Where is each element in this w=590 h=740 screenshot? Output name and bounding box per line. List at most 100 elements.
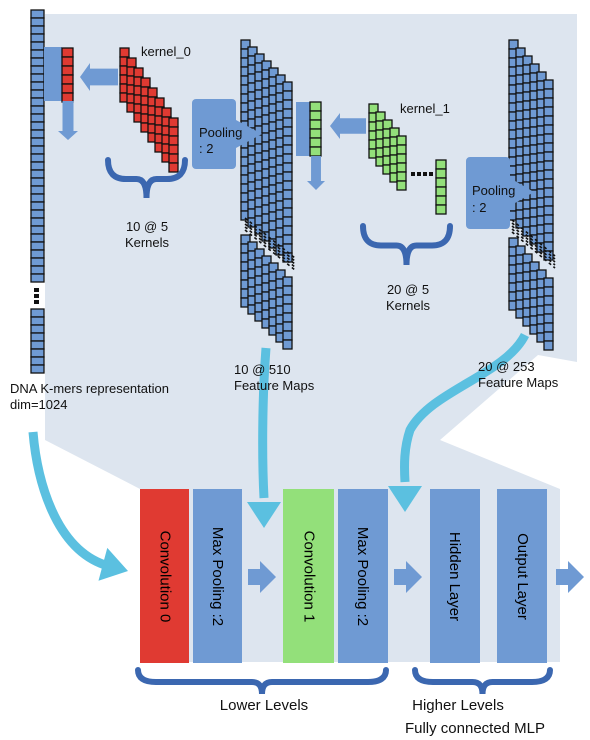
input-cell bbox=[30, 257, 45, 267]
kernel-1-cell bbox=[435, 168, 447, 179]
feature-map-0-cell bbox=[282, 330, 293, 341]
kernel-1-cell bbox=[396, 153, 407, 164]
pooling-0-label-line1: Pooling bbox=[199, 125, 243, 140]
feature-map-0-cell bbox=[282, 162, 293, 173]
kernels-0-count: 10 @ 5 bbox=[125, 219, 169, 234]
input-cell bbox=[30, 324, 45, 334]
feature-map-1-cell bbox=[543, 331, 554, 342]
feature-map-1-cell bbox=[543, 304, 554, 315]
block-max-pooling-1: Max Pooling :2 bbox=[338, 489, 388, 663]
kernel-0-cell bbox=[161, 107, 172, 118]
block-convolution-1-label: Convolution 1 bbox=[300, 530, 318, 622]
receptive-cell bbox=[61, 56, 74, 67]
ellipsis-dot bbox=[34, 294, 39, 298]
kernel-0-cell bbox=[133, 67, 144, 78]
input-cell bbox=[30, 105, 45, 115]
feature-map-0-cell bbox=[282, 207, 293, 218]
kernel-1-cell bbox=[396, 171, 407, 182]
flow-maps0-to-blocks-head bbox=[247, 502, 281, 528]
feature-map-0-cell bbox=[282, 189, 293, 200]
receptive-cell bbox=[309, 146, 322, 157]
kernel-1-stack bbox=[368, 103, 447, 215]
input-label-line1: DNA K-mers representation bbox=[10, 381, 169, 396]
feature-maps-0-count: 10 @ 510 bbox=[234, 362, 291, 377]
block-convolution-1: Convolution 1 bbox=[283, 489, 334, 663]
input-cell bbox=[30, 129, 45, 139]
pooling-box-0 bbox=[192, 99, 236, 169]
input-cell bbox=[30, 81, 45, 91]
ellipsis-dot bbox=[423, 172, 427, 176]
kernel-1-cell bbox=[396, 135, 407, 146]
feature-map-0-cell bbox=[282, 180, 293, 191]
arrow-kernel0-to-input bbox=[80, 63, 118, 91]
input-cell bbox=[30, 137, 45, 147]
feature-map-1-cell bbox=[543, 241, 554, 252]
input-cell bbox=[30, 97, 45, 107]
input-cell bbox=[30, 65, 45, 75]
receptive-window-0 bbox=[44, 47, 62, 101]
kernel-0-cell bbox=[168, 153, 179, 164]
input-cell bbox=[30, 153, 45, 163]
ellipsis-dot bbox=[417, 172, 421, 176]
arrow-window0-down bbox=[58, 101, 78, 140]
feature-map-0-cell bbox=[282, 312, 293, 323]
feature-map-1-cell bbox=[543, 295, 554, 306]
flow-maps0-to-blocks bbox=[258, 347, 271, 499]
input-cell bbox=[30, 161, 45, 171]
kernel-0-cell bbox=[154, 97, 165, 108]
feature-map-1-cell bbox=[543, 124, 554, 135]
ellipsis-dot bbox=[34, 288, 39, 292]
feature-map-1-cell bbox=[543, 286, 554, 297]
feature-map-0-cell bbox=[282, 108, 293, 119]
feature-map-0-cell bbox=[282, 99, 293, 110]
arrow-window1-down bbox=[307, 156, 325, 190]
kernels-0-bracket bbox=[105, 157, 188, 199]
input-cell bbox=[30, 273, 45, 283]
input-cell bbox=[30, 217, 45, 227]
input-cell bbox=[30, 57, 45, 67]
input-cell bbox=[30, 348, 45, 358]
feature-map-1-cell bbox=[543, 232, 554, 243]
feature-map-1-cell bbox=[543, 142, 554, 153]
input-cell bbox=[30, 201, 45, 211]
kernel-0-cell bbox=[168, 144, 179, 155]
receptive-cell bbox=[309, 137, 322, 148]
pooling-1-label-line2: : 2 bbox=[472, 200, 487, 215]
feature-map-1-cell bbox=[543, 223, 554, 234]
higher-levels-bracket bbox=[412, 667, 553, 695]
input-cell bbox=[30, 89, 45, 99]
feature-map-0-cell bbox=[282, 171, 293, 182]
receptive-cell bbox=[309, 128, 322, 139]
flow-input-to-blocks bbox=[28, 431, 107, 570]
input-column bbox=[30, 9, 45, 374]
input-cell bbox=[30, 356, 45, 366]
feature-map-0-cell bbox=[282, 90, 293, 101]
input-cell bbox=[30, 25, 45, 35]
kernel-0-cell bbox=[126, 57, 137, 68]
input-cell bbox=[30, 340, 45, 350]
feature-map-1-cell bbox=[543, 196, 554, 207]
kernel-1-cell bbox=[435, 159, 447, 170]
feature-map-0-break bbox=[244, 229, 296, 271]
feature-map-0-cell bbox=[282, 339, 293, 350]
feature-map-0-cell bbox=[282, 294, 293, 305]
kernel-0-cell bbox=[140, 77, 151, 88]
input-cell bbox=[30, 185, 45, 195]
kernels-0-word: Kernels bbox=[124, 235, 170, 250]
flow-input-to-blocks-head bbox=[98, 547, 128, 581]
block-max-pooling-1-label: Max Pooling :2 bbox=[354, 526, 372, 626]
block-arrow-1 bbox=[248, 561, 276, 593]
receptive-cell bbox=[309, 101, 322, 112]
input-cell bbox=[30, 177, 45, 187]
receptive-cell bbox=[61, 47, 74, 58]
arrow-kernel1-to-maps bbox=[330, 113, 366, 139]
feature-map-1-cell bbox=[543, 187, 554, 198]
input-cell bbox=[30, 249, 45, 259]
input-cell bbox=[30, 209, 45, 219]
block-output-layer: Output Layer bbox=[497, 489, 547, 663]
feature-map-0-cell bbox=[282, 153, 293, 164]
feature-map-0-cell bbox=[282, 321, 293, 332]
feature-map-0-cell bbox=[282, 126, 293, 137]
feature-map-1-cell bbox=[543, 277, 554, 288]
ellipsis-dot bbox=[34, 300, 39, 304]
